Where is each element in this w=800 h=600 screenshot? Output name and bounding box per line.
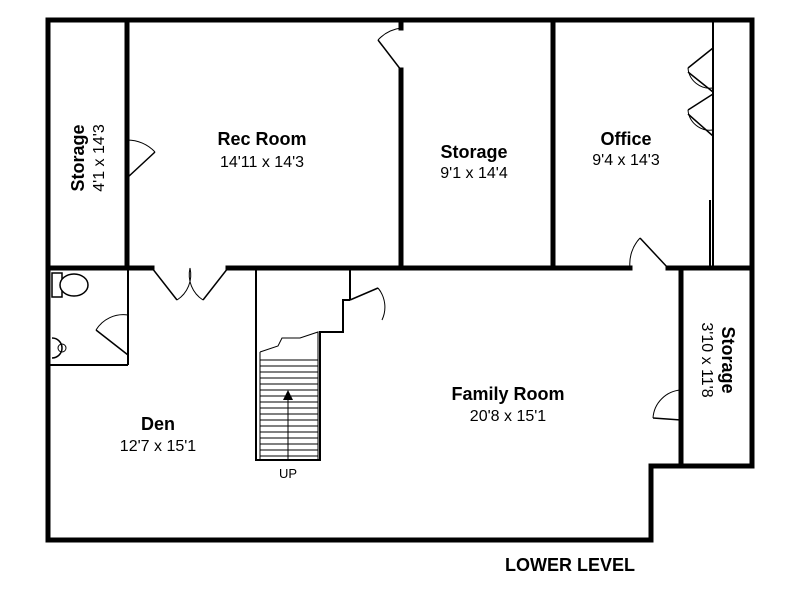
room-rec-name: Rec Room xyxy=(217,129,306,149)
room-family-dims: 20'8 x 15'1 xyxy=(470,408,546,425)
room-storage-left: Storage 4'1 x 14'3 xyxy=(68,124,108,192)
room-storage-mid-name: Storage xyxy=(440,142,507,162)
room-den-name: Den xyxy=(141,414,175,434)
door-office xyxy=(629,237,669,269)
door-bath xyxy=(95,314,129,356)
room-storage-left-name: Storage xyxy=(68,124,88,191)
stair-enclosure xyxy=(255,268,350,461)
room-storage-right: Storage 3'10 x 11'8 xyxy=(698,322,738,397)
door-family-closet xyxy=(349,287,386,321)
door-office-closet-bottom xyxy=(687,93,714,137)
room-family-name: Family Room xyxy=(451,384,564,404)
exterior-wall xyxy=(45,17,755,543)
stair-up-arrow-icon xyxy=(283,390,293,400)
room-storage-left-dims: 4'1 x 14'3 xyxy=(91,124,108,192)
door-right-storage xyxy=(652,389,682,421)
room-storage-right-name: Storage xyxy=(718,326,738,393)
stairs xyxy=(259,331,319,460)
room-office-dims: 9'4 x 14'3 xyxy=(592,152,660,169)
level-label: LOWER LEVEL xyxy=(505,555,635,575)
sink-icon xyxy=(51,337,67,359)
door-storage-left xyxy=(126,139,156,179)
room-office-name: Office xyxy=(600,129,651,149)
room-rec-dims: 14'11 x 14'3 xyxy=(220,154,304,171)
door-den xyxy=(151,267,229,301)
room-storage-mid-dims: 9'1 x 14'4 xyxy=(440,165,508,182)
room-storage-right-dims: 3'10 x 11'8 xyxy=(698,322,715,397)
toilet-icon xyxy=(51,272,89,298)
door-rec-room xyxy=(377,27,402,71)
door-office-closet-top xyxy=(687,47,714,93)
stairs-up-label: UP xyxy=(279,466,297,481)
room-den-dims: 12'7 x 15'1 xyxy=(120,438,196,455)
